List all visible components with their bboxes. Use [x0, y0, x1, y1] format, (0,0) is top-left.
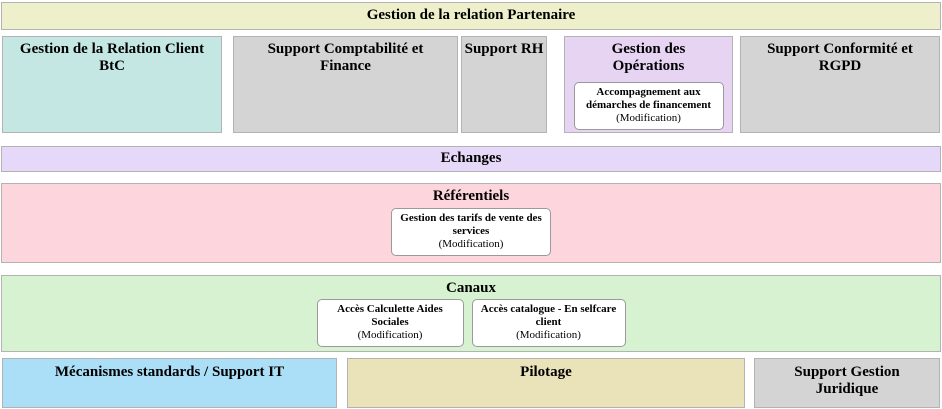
domain-box-label: Support Comptabilité et Finance — [267, 41, 424, 75]
domain-box-label: Gestion des Opérations — [611, 41, 686, 75]
band-label: Echanges — [440, 150, 502, 166]
feature-card-status: (Modification) — [438, 238, 504, 251]
domain-box-label: Gestion de la Relation Client BtC — [19, 41, 205, 75]
bottom-box-label: Pilotage — [520, 364, 572, 380]
feature-card-status: (Modification) — [357, 329, 423, 342]
feature-card-tarifs-vente-services: Gestion des tarifs de vente des services… — [391, 208, 551, 256]
domain-box-support-conformite-rgpd: Support Conformité et RGPD — [740, 36, 940, 133]
band-canaux: Canaux Accès Calculette Aides Sociales (… — [1, 275, 941, 352]
domain-box-gestion-relation-client-btc: Gestion de la Relation Client BtC — [2, 36, 222, 133]
feature-card-acces-catalogue-selfcare: Accès catalogue - En selfcare client (Mo… — [471, 299, 626, 347]
domain-box-label: Support RH — [464, 41, 544, 57]
banner-gestion-relation-partenaire: Gestion de la relation Partenaire — [1, 2, 941, 30]
band-referentiels: Référentiels Gestion des tarifs de vente… — [1, 183, 941, 263]
banner-label: Gestion de la relation Partenaire — [366, 7, 576, 23]
bottom-box-label: Support Gestion Juridique — [794, 364, 900, 398]
feature-card-status: (Modification) — [616, 112, 681, 125]
feature-card-title: Accompagnement aux démarches de financem… — [585, 86, 712, 112]
canaux-cards-row: Accès Calculette Aides Sociales (Modific… — [2, 299, 940, 347]
feature-card-title: Accès Calculette Aides Sociales — [337, 303, 443, 329]
bottom-box-mecanismes-standards-support-it: Mécanismes standards / Support IT — [2, 358, 337, 408]
feature-card-title: Gestion des tarifs de vente des services — [400, 212, 542, 238]
bottom-box-support-gestion-juridique: Support Gestion Juridique — [754, 358, 940, 408]
feature-card-status: (Modification) — [516, 329, 581, 342]
band-label: Référentiels — [432, 188, 510, 204]
feature-card-title: Accès catalogue - En selfcare client — [480, 303, 617, 329]
band-echanges: Echanges — [1, 146, 941, 172]
domain-box-label: Support Conformité et RGPD — [767, 41, 913, 75]
domain-box-gestion-operations: Gestion des Opérations Accompagnement au… — [564, 36, 733, 133]
feature-card-accompagnement-financement: Accompagnement aux démarches de financem… — [573, 82, 724, 130]
bottom-box-pilotage: Pilotage — [347, 358, 745, 408]
bottom-box-label: Mécanismes standards / Support IT — [54, 364, 285, 380]
feature-card-acces-calculette-aides-sociales: Accès Calculette Aides Sociales (Modific… — [316, 299, 464, 347]
band-label: Canaux — [445, 280, 497, 296]
domain-box-support-comptabilite-finance: Support Comptabilité et Finance — [233, 36, 458, 133]
domain-box-support-rh: Support RH — [461, 36, 547, 133]
